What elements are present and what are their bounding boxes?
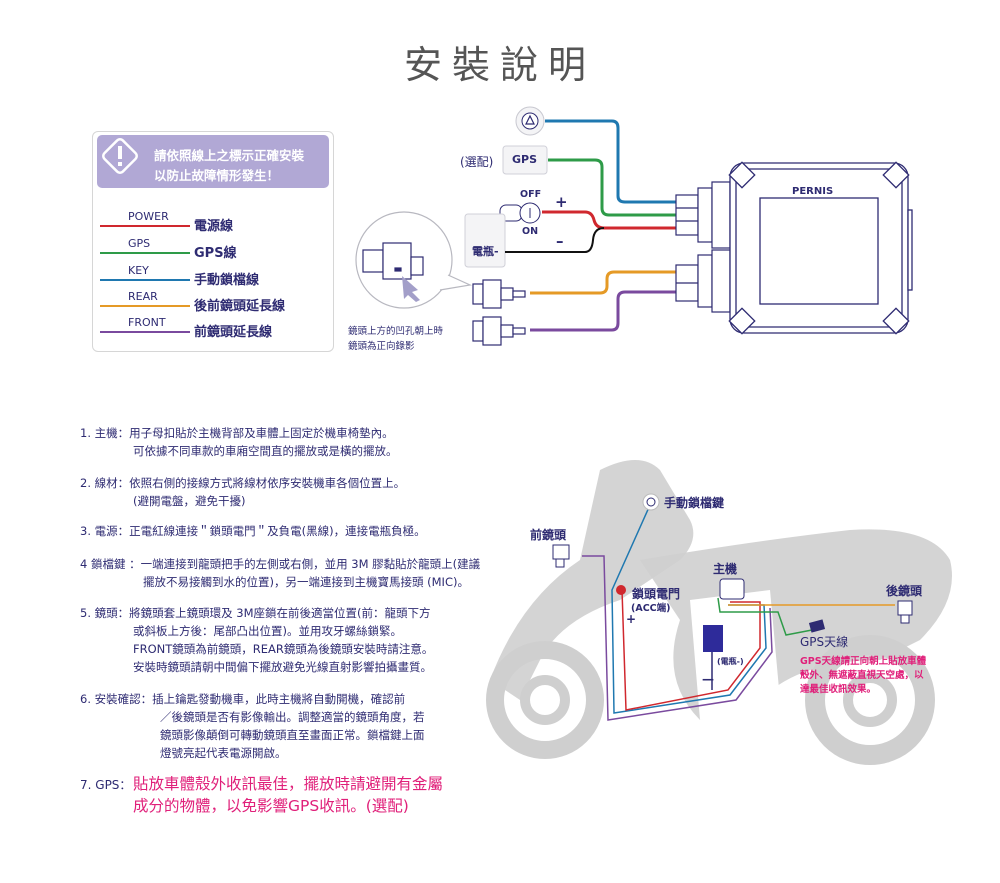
ignition-dot-icon <box>616 585 626 595</box>
gps-note-2: 殼外、無遮蔽直視天空處，以 <box>800 670 924 681</box>
front-camera-icon <box>472 316 526 346</box>
ground-wire <box>505 227 605 253</box>
instruction-line: 2. 線材：依照右側的接線方式將線材依序安裝機車各個位置上。 <box>80 476 406 490</box>
instruction-line: 擺放不易接觸到水的位置)，另一端連接到主機寶馬接頭 (MIC)。 <box>143 575 469 589</box>
legend-code: KEY <box>128 264 149 277</box>
gps-module-label: GPS <box>512 153 538 166</box>
page-title: 安裝說明 <box>403 43 596 87</box>
instruction-line: 或斜板上方後：尾部凸出位置)。並用攻牙螺絲鎖緊。 <box>133 624 402 638</box>
instruction-7-line: 成分的物體，以免影響GPS收訊。(選配) <box>133 797 409 815</box>
switch-on-label: ON <box>522 226 539 237</box>
legend-line <box>100 252 190 254</box>
instruction-line: 4 鎖檔鍵 ：一端連接到龍頭把手的左側或右側，並用 3M 膠黏貼於龍頭上(建議 <box>80 557 481 571</box>
gps-note-1: GPS天線請正向朝上貼放車體 <box>800 656 927 667</box>
main-unit-icon <box>728 161 913 335</box>
key-wire <box>545 119 676 204</box>
lens-detail-icon <box>355 211 473 309</box>
rear-camera-icon <box>472 279 526 309</box>
legend-text: 電源線 <box>194 219 234 234</box>
gps-antenna-label: GPS天線 <box>800 635 849 649</box>
battery-icon <box>464 213 506 268</box>
lock-key-label: 手動鎖檔鍵 <box>664 496 725 510</box>
scooter-main-unit-icon <box>719 578 745 600</box>
scooter-lock-key-icon <box>642 493 660 511</box>
legend-code: REAR <box>128 290 158 303</box>
instruction-line: 安裝時鏡頭請朝中間偏下擺放避免光線直射影響拍攝畫質。 <box>133 660 432 674</box>
rear-wire <box>530 270 676 295</box>
instruction-line: 3. 電源：正電紅線連接＂鎖頭電門＂及負電(黑線)，連接電瓶負極。 <box>80 524 426 538</box>
optional-label: (選配) <box>460 155 494 169</box>
legend-line <box>100 279 190 281</box>
legend-text: 手動鎖檔線 <box>194 273 260 288</box>
brand-label: PERNIS <box>792 186 834 197</box>
instruction-line: 1. 主機：用子母扣貼於主機背部及車體上固定於機車椅墊內。 <box>80 426 394 440</box>
front-wire <box>530 290 676 332</box>
scooter-plus-label: + <box>626 612 637 626</box>
instruction-line: 可依據不同車款的車廂空間直的擺放或是橫的擺放。 <box>133 444 398 458</box>
scooter-rear-camera-icon <box>897 600 913 624</box>
acc-label: (ACC端) <box>631 603 671 614</box>
legend-box <box>92 131 334 352</box>
legend-code: POWER <box>128 210 169 223</box>
instruction-line: ／後鏡頭是否有影像輸出。調整適當的鏡頭角度，若 <box>160 710 425 724</box>
negative-label: – <box>556 232 564 250</box>
lens-note-1: 鏡頭上方的凹孔朝上時 <box>348 326 444 337</box>
scooter-battery-label: (電瓶-) <box>717 657 744 666</box>
positive-label: + <box>555 193 568 211</box>
instruction-7-label: 7. GPS： <box>80 778 132 792</box>
scooter-battery-icon <box>703 625 723 652</box>
legend-text: 前鏡頭延長線 <box>194 325 273 340</box>
ignition-label: 鎖頭電門 <box>632 587 681 601</box>
lock-key-button-icon <box>515 106 545 136</box>
battery-label: 電瓶- <box>472 245 499 258</box>
front-camera-label: 前鏡頭 <box>530 528 567 542</box>
legend-line <box>100 225 190 227</box>
instruction-line: 鏡頭影像顛倒可轉動鏡頭直至畫面正常。鎖檔鍵上面 <box>160 728 425 742</box>
gps-module-icon <box>502 145 548 175</box>
rear-camera-label: 後鏡頭 <box>886 584 923 598</box>
warning-line-2: 以防止故障情形發生！ <box>154 168 280 183</box>
gps-note-3: 達最佳收訊效果。 <box>800 684 877 695</box>
legend-code: FRONT <box>128 316 166 329</box>
instruction-line: 5. 鏡頭：將鏡頭套上鏡頭環及 3M座鎖在前後適當位置(前：龍頭下方 <box>80 606 431 620</box>
legend-text: GPS線 <box>194 246 237 261</box>
main-unit-label: 主機 <box>713 562 738 576</box>
instruction-line: 6. 安裝確認：插上鑰匙發動機車，此時主機將自動開機，確認前 <box>80 692 406 706</box>
legend-line <box>100 305 190 307</box>
instruction-7-line: 貼放車體殼外收訊最佳，擺放時請避開有金屬 <box>133 775 444 793</box>
legend-text: 後前鏡頭延長線 <box>194 299 286 314</box>
lens-note-2: 鏡頭為正向錄影 <box>348 341 415 352</box>
instruction-line: 燈號亮起代表電源開啟。 <box>160 746 287 760</box>
gps-wire <box>548 158 676 217</box>
instruction-line: (避開電盤，避免干擾) <box>133 494 246 508</box>
gps-antenna-icon <box>808 619 826 633</box>
legend-code: GPS <box>128 237 151 250</box>
scooter-front-camera-icon <box>552 544 570 568</box>
scooter-minus-label: — <box>702 672 714 686</box>
connector-block-icon <box>675 181 731 313</box>
switch-off-label: OFF <box>520 189 542 200</box>
instruction-line: FRONT鏡頭為前鏡頭，REAR鏡頭為後鏡頭安裝時請注意。 <box>133 642 434 656</box>
scooter-wheel-icon <box>486 635 935 765</box>
warning-line-1: 請依照線上之標示正確安裝 <box>154 148 305 163</box>
legend-line <box>100 331 190 333</box>
